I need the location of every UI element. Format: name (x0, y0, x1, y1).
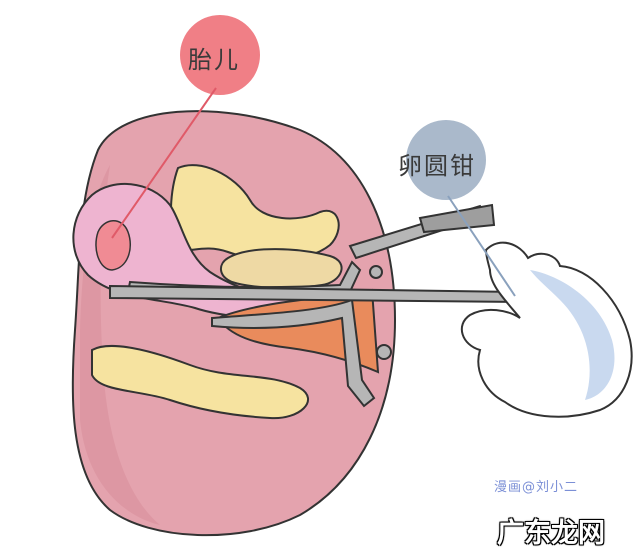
gloved-hand (460, 241, 633, 418)
forceps-callout-bubble (406, 120, 486, 200)
fetus-callout-bubble (180, 15, 260, 95)
site-watermark: 广东龙网 (497, 518, 605, 549)
bladder (220, 248, 343, 289)
glove-shading (530, 270, 615, 400)
fetus-callout-line (111, 87, 217, 239)
fetus-label: 胎儿 (188, 46, 240, 74)
speculum-screw-lower (376, 344, 392, 360)
speculum-lower-blade (211, 298, 376, 408)
forceps-shaft-lower (109, 284, 521, 304)
fetus (95, 220, 132, 271)
forceps-label: 卵圆钳 (398, 152, 476, 180)
forceps-handle (418, 203, 496, 234)
forceps-callout-line (447, 195, 516, 297)
lower-fat-region (91, 344, 310, 420)
speculum-screw-upper (369, 265, 383, 279)
artist-credit: 漫画@刘小二 (494, 480, 579, 495)
